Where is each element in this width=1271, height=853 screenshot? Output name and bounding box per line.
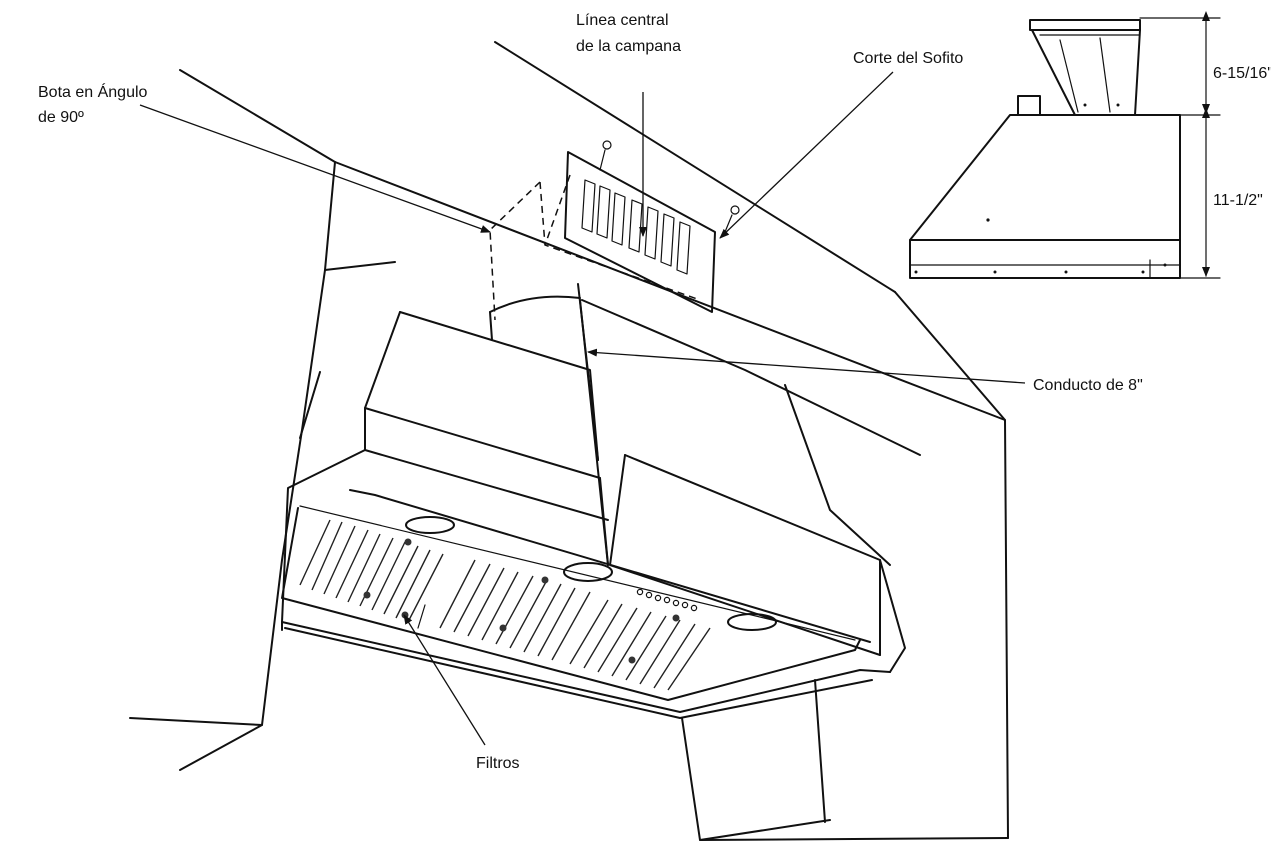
control-buttons (636, 588, 698, 612)
label-soffit-cut: Corte del Sofito (853, 50, 963, 67)
elbow-leader (139, 104, 491, 233)
side-elevation (909, 10, 1221, 279)
soffit-cut-plate (564, 140, 740, 313)
light-middle (563, 562, 613, 582)
label-dim-bottom: 11-1/2" (1213, 192, 1263, 209)
light-left (405, 516, 455, 534)
label-elbow-2: de 90º (38, 109, 84, 126)
label-filters: Filtros (476, 755, 520, 772)
filter-slats-middle (439, 559, 591, 661)
soffit-structure (129, 41, 1009, 841)
label-dim-top: 6-15/16" (1213, 65, 1271, 82)
filter-panel (281, 505, 861, 701)
duct (489, 283, 609, 566)
label-hood-centerline-1: Línea central (576, 12, 669, 29)
light-right (727, 613, 777, 631)
filter-slats-right (569, 599, 711, 691)
duct-leader (587, 348, 1026, 384)
label-hood-centerline-2: de la campana (576, 38, 681, 55)
filter-handles (363, 538, 680, 664)
hood-body (281, 311, 906, 719)
label-duct: Conducto de 8" (1033, 377, 1143, 394)
label-elbow-1: Bota en Ángulo (38, 82, 148, 101)
elbow-outline (489, 174, 701, 321)
labels: Línea central de la campana Bota en Ángu… (38, 12, 1271, 772)
plate-slots (581, 179, 691, 275)
leader-lines (139, 71, 1026, 746)
soffit-cut-leader (719, 71, 894, 239)
filters-leader (403, 614, 486, 746)
